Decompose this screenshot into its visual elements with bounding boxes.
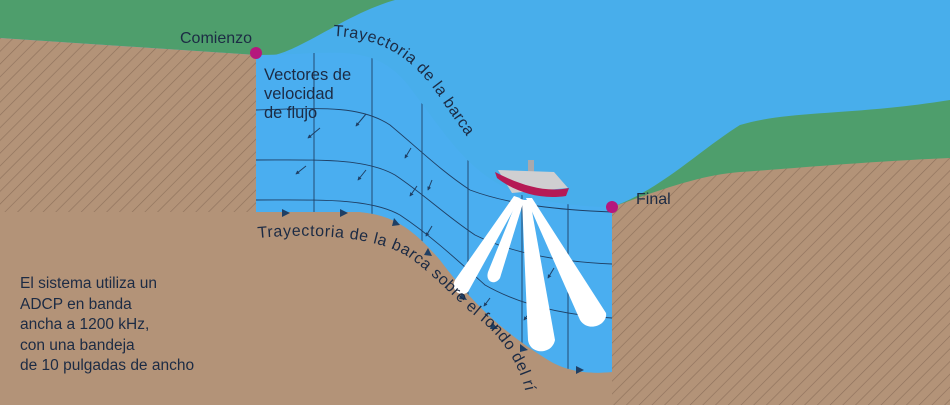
flow-arrow-icon <box>483 297 491 307</box>
acoustic-beam-icon <box>453 196 520 295</box>
left-hatched-bank <box>0 38 256 212</box>
flow-arrow-icon <box>409 185 418 197</box>
flow-arrow-icon <box>547 267 555 279</box>
system-note: El sistema utiliza un ADCP en banda anch… <box>20 274 220 377</box>
flow-arrow-icon <box>404 147 412 159</box>
acoustic-beam-icon <box>522 200 555 352</box>
right-hatched-bank <box>612 158 950 405</box>
velocity-label-line-2: velocidad <box>264 85 334 103</box>
end-marker-icon <box>606 201 618 213</box>
note-line: ancha a 1200 kHz, <box>20 316 150 333</box>
river-bed <box>0 212 612 405</box>
start-label: Comienzo <box>180 30 252 47</box>
note-line: El sistema utiliza un <box>20 275 157 292</box>
flow-arrow-icon <box>307 127 321 139</box>
boat-icon <box>495 160 569 198</box>
flow-arrow-icon <box>425 225 433 237</box>
end-label: Final <box>636 191 671 208</box>
velocity-label-line-3: de flujo <box>264 104 317 122</box>
flow-arrow-icon <box>357 169 367 181</box>
acoustic-beam-icon <box>487 198 524 283</box>
note-line: ADCP en banda <box>20 295 132 313</box>
flow-arrow-icon <box>295 165 307 175</box>
note-line: de 10 pulgadas de ancho <box>20 357 195 374</box>
acoustic-beam-icon <box>526 198 607 327</box>
start-marker-icon <box>250 47 262 59</box>
acoustic-beams <box>453 196 607 352</box>
note-line: con una bandeja <box>20 336 135 354</box>
left-grass-bank <box>0 0 395 57</box>
flow-arrow-icon <box>427 179 433 191</box>
bottom-track-arrows <box>282 209 584 374</box>
velocity-label-line-1: Vectores de <box>264 66 351 84</box>
flow-arrow-icon <box>355 113 367 127</box>
flow-vectors <box>295 113 555 321</box>
